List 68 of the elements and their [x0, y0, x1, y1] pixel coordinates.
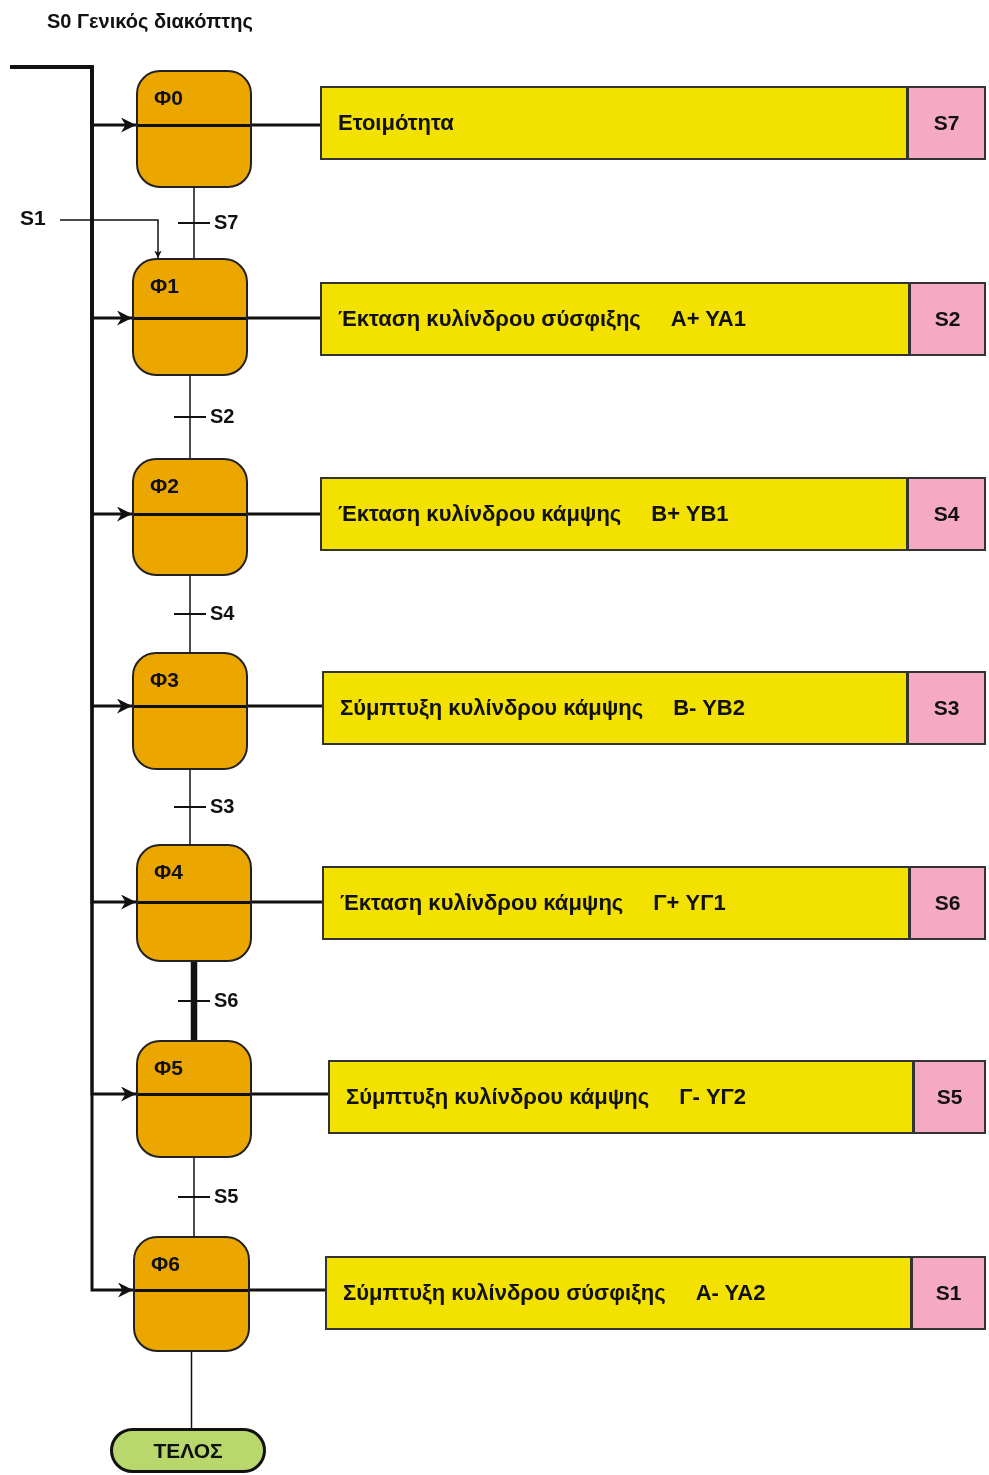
connector: [189, 769, 191, 845]
step-label: Φ4: [154, 860, 183, 884]
label-text: S5: [936, 1085, 963, 1109]
action-box: [328, 1060, 914, 1134]
sensor-cell: [908, 671, 986, 745]
connector: [252, 123, 320, 127]
action-box: [320, 477, 908, 551]
connector: [189, 375, 191, 459]
action-box: [320, 282, 910, 356]
sensor-cell: [910, 866, 986, 940]
action-text: Ετοιμότητα: [338, 110, 454, 136]
action-text: Έκταση κυλίνδρου κάμψης: [338, 501, 622, 527]
action-text: Σύμπτυξη κυλίνδρου κάμψης: [346, 1084, 650, 1110]
connector: [248, 704, 322, 708]
actuator-code: B+ YB1: [651, 501, 729, 527]
step-box: [136, 1040, 252, 1158]
sensor-cell: [914, 1060, 986, 1134]
step-box: [132, 458, 248, 576]
sensor-cell: [908, 86, 986, 160]
step-box: [136, 70, 252, 188]
action-text: Έκταση κυλίνδρου σύσφιξης: [338, 306, 641, 332]
title: S0 Γενικός διακόπτης: [47, 10, 253, 33]
action-box: [322, 671, 908, 745]
label-text: S3: [933, 696, 960, 720]
actuator-code: A- YA2: [695, 1280, 766, 1306]
connector: [252, 900, 322, 904]
step-box: [133, 1236, 250, 1352]
action-box: [325, 1256, 912, 1330]
step-box: [132, 258, 248, 376]
connector: [193, 187, 195, 259]
label-text: S4: [933, 502, 960, 526]
action-box: [320, 86, 908, 160]
label-text: S7: [933, 111, 960, 135]
actuator-code: A+ YA1: [670, 306, 746, 332]
sensor-cell: [908, 477, 986, 551]
step-box: [132, 652, 248, 770]
action-text: Σύμπτυξη κυλίνδρου κάμψης: [340, 695, 644, 721]
connector: [59, 219, 162, 259]
step-label: Φ3: [150, 668, 179, 692]
sensor-cell: [912, 1256, 986, 1330]
label-text: S1: [935, 1281, 962, 1305]
sensor-cell: [910, 282, 986, 356]
connector: [190, 962, 198, 1040]
action-box: [322, 866, 910, 940]
actuator-code: Γ+ YΓ1: [653, 890, 726, 916]
connector: [248, 316, 320, 320]
end-terminal: [110, 1428, 266, 1473]
actuator-code: B- YB2: [673, 695, 745, 721]
step-label: Φ5: [154, 1056, 183, 1080]
connector: [252, 1092, 328, 1096]
action-text: Έκταση κυλίνδρου κάμψης: [340, 890, 624, 916]
step-box: [136, 844, 252, 962]
connector: [193, 1157, 195, 1237]
connector: [189, 575, 191, 653]
label-text: S2: [934, 307, 961, 331]
label-text: ΤΕΛΟΣ: [153, 1438, 223, 1463]
actuator-code: Γ- YΓ2: [679, 1084, 747, 1110]
step-label: Φ1: [150, 274, 179, 298]
label-text: S6: [934, 891, 961, 915]
action-text: Σύμπτυξη κυλίνδρου σύσφιξης: [343, 1280, 666, 1306]
step-label: Φ6: [151, 1252, 180, 1276]
label-text: S1: [20, 206, 46, 229]
connector: [248, 512, 320, 516]
connector: [250, 1288, 325, 1292]
step-label: Φ2: [150, 474, 179, 498]
step-label: Φ0: [154, 86, 183, 110]
connector: [190, 1351, 193, 1429]
connector: [10, 65, 133, 1298]
